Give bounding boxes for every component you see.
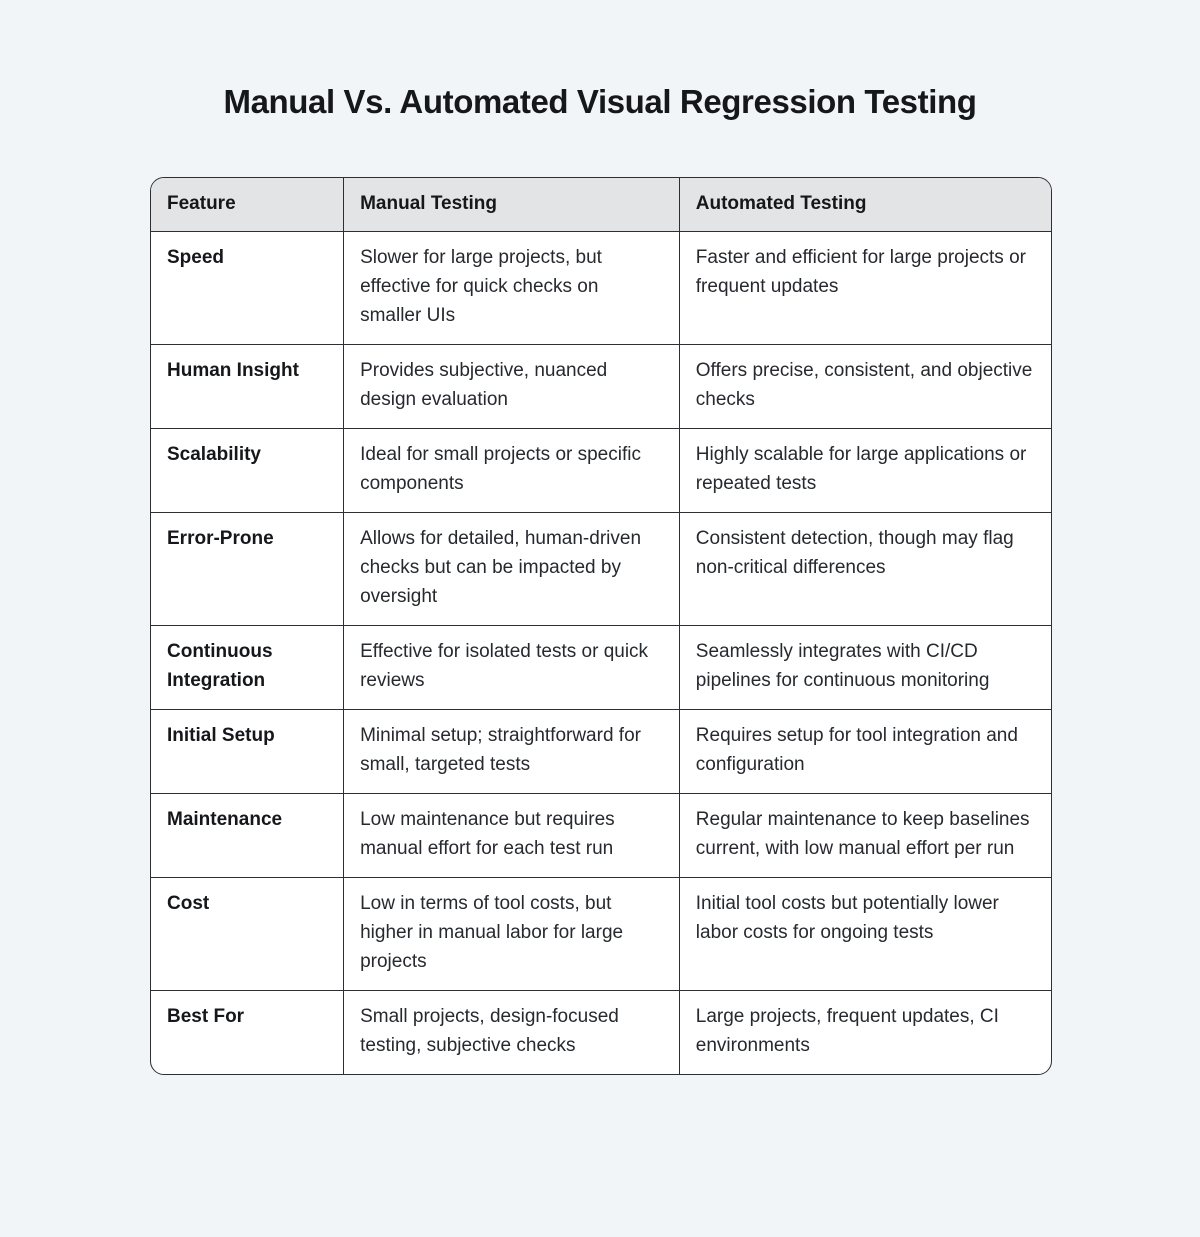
automated-testing-cell: Highly scalable for large applications o… [679,428,1051,513]
header-row: Feature Manual Testing Automated Testing [151,178,1051,232]
feature-cell: Maintenance [151,793,345,878]
feature-cell: Continuous Integration [151,625,345,710]
table-row-initial-setup: Initial Setup Minimal setup; straightfor… [151,709,1051,794]
automated-testing-cell: Consistent detection, though may flag no… [679,512,1051,626]
table-row-human-insight: Human Insight Provides subjective, nuanc… [151,344,1051,429]
manual-testing-cell: Effective for isolated tests or quick re… [343,625,680,710]
feature-cell: Scalability [151,428,345,513]
page-title: Manual Vs. Automated Visual Regression T… [223,83,977,120]
manual-testing-cell: Ideal for small projects or specific com… [343,428,680,513]
automated-testing-cell: Faster and efficient for large projects … [679,231,1051,345]
table-row-continuous-integration: Continuous Integration Effective for iso… [151,625,1051,710]
table-row-scalability: Scalability Ideal for small projects or … [151,428,1051,513]
manual-testing-cell: Low maintenance but requires manual effo… [343,793,680,878]
manual-testing-cell: Small projects, design-focused testing, … [343,990,680,1074]
table-body: Speed Slower for large projects, but eff… [151,231,1051,1074]
automated-testing-cell: Regular maintenance to keep baselines cu… [679,793,1051,878]
feature-cell: Best For [151,990,345,1074]
comparison-table-container: Feature Manual Testing Automated Testing… [150,177,1052,1075]
feature-cell: Error-Prone [151,512,345,626]
automated-testing-cell: Large projects, frequent updates, CI env… [695,1006,999,1056]
table-row-maintenance: Maintenance Low maintenance but requires… [151,793,1051,878]
automated-testing-cell: Offers precise, consistent, and objectiv… [679,344,1051,429]
automated-testing-cell: Initial tool costs but potentially lower… [679,877,1051,991]
feature-cell: Cost [151,877,345,991]
table-row-best-for: Best For Small projects, design-focused … [151,990,1051,1074]
manual-testing-cell: Slower for large projects, but effective… [343,231,680,345]
header-cell-feature: Feature [151,178,345,232]
automated-testing-cell: Seamlessly integrates with CI/CD pipelin… [679,625,1051,710]
table-row-cost: Cost Low in terms of tool costs, but hig… [151,877,1051,991]
table-row-error-prone: Error-Prone Allows for detailed, human-d… [151,512,1051,626]
manual-testing-cell: Minimal setup; straightforward for small… [343,709,680,794]
feature-cell: Speed [151,231,345,345]
manual-testing-cell: Provides subjective, nuanced design eval… [343,344,680,429]
feature-cell: Initial Setup [151,709,345,794]
manual-testing-cell: Low in terms of tool costs, but higher i… [343,877,680,991]
header-cell-manual-testing: Manual Testing [343,178,680,232]
header-cell-automated-testing: Automated Testing [679,178,1051,232]
table-header: Feature Manual Testing Automated Testing [151,178,1051,232]
automated-testing-cell: Requires setup for tool integration and … [679,709,1051,794]
manual-testing-cell: Allows for detailed, human-driven checks… [343,512,680,626]
feature-cell: Human Insight [151,344,345,429]
comparison-table: Feature Manual Testing Automated Testing… [151,178,1051,1074]
table-row-speed: Speed Slower for large projects, but eff… [151,231,1051,345]
